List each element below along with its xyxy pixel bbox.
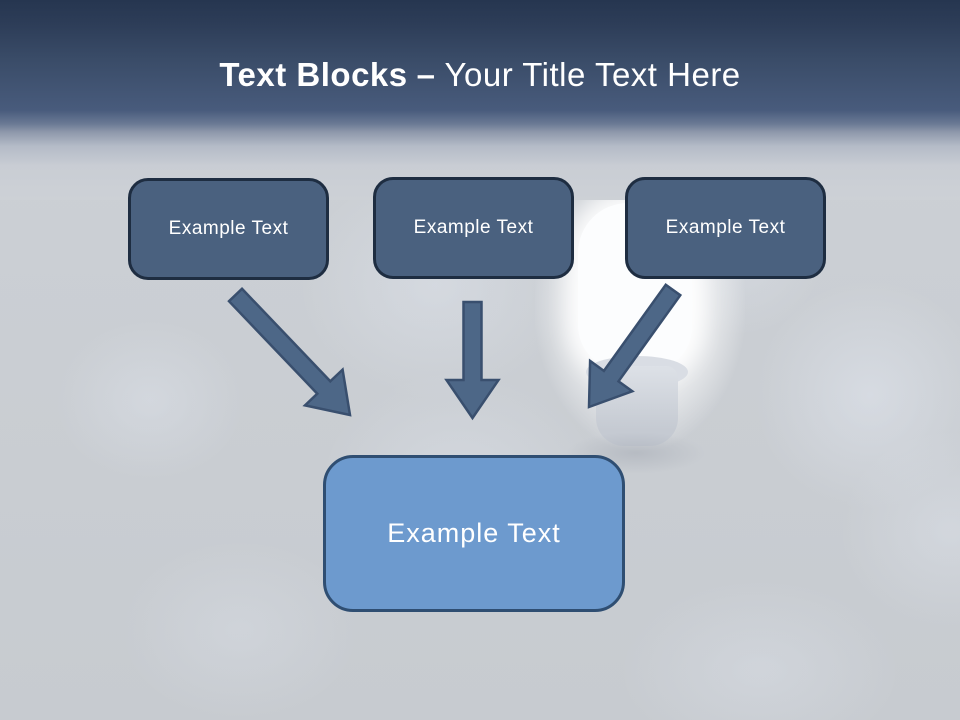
arrow-down-left-icon	[587, 283, 683, 409]
faded-bulb-shape	[120, 540, 360, 720]
slide-title[interactable]: Text Blocks–Your Title Text Here	[0, 56, 960, 94]
faded-bulb-shape	[620, 580, 900, 720]
arrow-down-icon	[444, 300, 501, 421]
arrow-down-right-icon	[227, 287, 352, 417]
central-text-block[interactable]: Example Text	[323, 455, 625, 612]
text-block-1-label: Example Text	[168, 218, 289, 239]
text-block-3[interactable]: Example Text	[625, 177, 826, 279]
text-block-2[interactable]: Example Text	[373, 177, 574, 279]
faded-bulb-shape	[55, 320, 245, 480]
slide-title-dash: –	[416, 56, 436, 93]
slide-header-band	[0, 0, 960, 200]
slide-title-bold-text: Text Blocks	[219, 56, 408, 93]
central-text-block-label: Example Text	[387, 518, 561, 548]
text-block-2-label: Example Text	[413, 217, 534, 238]
slide-title-regular-text: Your Title Text Here	[444, 56, 741, 93]
faded-bulb-shape	[755, 280, 960, 510]
text-block-1[interactable]: Example Text	[128, 178, 329, 280]
text-block-3-label: Example Text	[665, 217, 786, 238]
